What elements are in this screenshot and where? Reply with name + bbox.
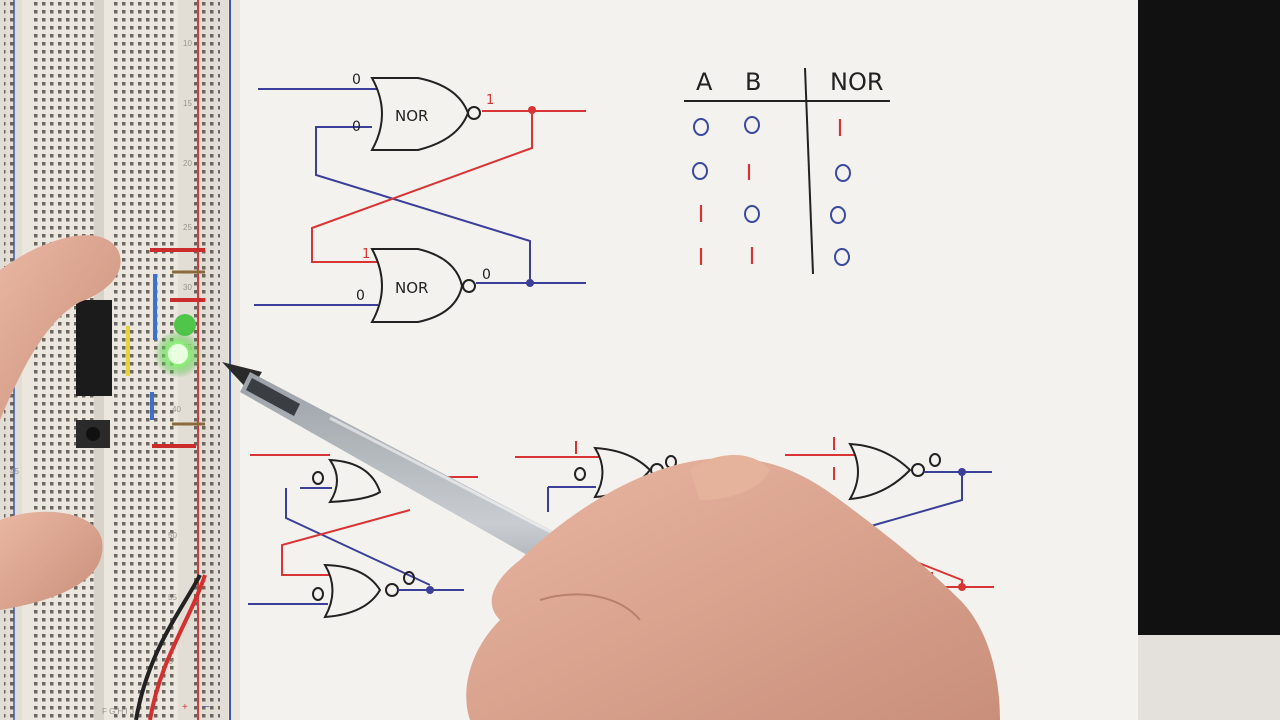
top-latch-out-bottom: 0: [482, 267, 491, 283]
tt-r1-nor: [835, 164, 851, 182]
svg-text:20: 20: [183, 159, 192, 168]
black-board: [1138, 0, 1280, 635]
top-latch: NOR NOR 0 0 1 1 0 0: [254, 72, 586, 323]
tt-r0-a: [693, 118, 709, 136]
truth-table-row: [692, 162, 851, 182]
tt-r2-b: [744, 205, 760, 223]
breadboard-column-letters: F G H I J: [102, 707, 134, 716]
tt-r0-b: [744, 116, 760, 134]
table-surface: [1138, 635, 1280, 720]
truth-table-row: [699, 247, 850, 266]
tt-r2-nor: [830, 206, 846, 224]
rail-plus: +: [182, 702, 188, 713]
top-latch-in-bottom2: 0: [356, 288, 365, 304]
svg-text:30: 30: [183, 283, 192, 292]
top-latch-in-top: 0: [352, 72, 361, 88]
truth-table-header-b: B: [745, 68, 761, 96]
svg-text:15: 15: [183, 99, 192, 108]
breadboard: 10 15 20 25 30 35 40 45 50 55 60 F G H I…: [0, 0, 240, 720]
bottom-nor-label: NOR: [395, 279, 428, 297]
rail-minus: −: [204, 702, 210, 713]
svg-text:55: 55: [168, 593, 177, 602]
top-latch-in-top2: 0: [352, 119, 361, 135]
top-nor-gate: NOR: [370, 76, 481, 152]
tt-r3-nor: [834, 248, 850, 266]
ic-chip: [76, 300, 112, 396]
svg-text:25: 25: [183, 223, 192, 232]
svg-text:10: 10: [183, 39, 192, 48]
truth-table-row: [693, 116, 842, 136]
bottom-right-latch: [785, 437, 994, 591]
svg-text:40: 40: [172, 405, 181, 414]
truth-table-header-a: A: [696, 68, 713, 96]
truth-table-row: [699, 205, 846, 224]
left-hand: [0, 235, 121, 610]
bottom-nor-gate: NOR: [370, 248, 476, 323]
truth-table-header-nor: NOR: [830, 68, 884, 96]
top-nor-label: NOR: [395, 107, 428, 125]
top-latch-in-bottom: 1: [362, 247, 370, 262]
right-hand: [466, 454, 1000, 720]
top-latch-out-top: 1: [486, 93, 494, 108]
tt-r1-a: [692, 162, 708, 180]
svg-text:45: 45: [10, 467, 19, 476]
truth-table: A B NOR: [684, 67, 890, 275]
svg-text:50: 50: [168, 531, 177, 540]
